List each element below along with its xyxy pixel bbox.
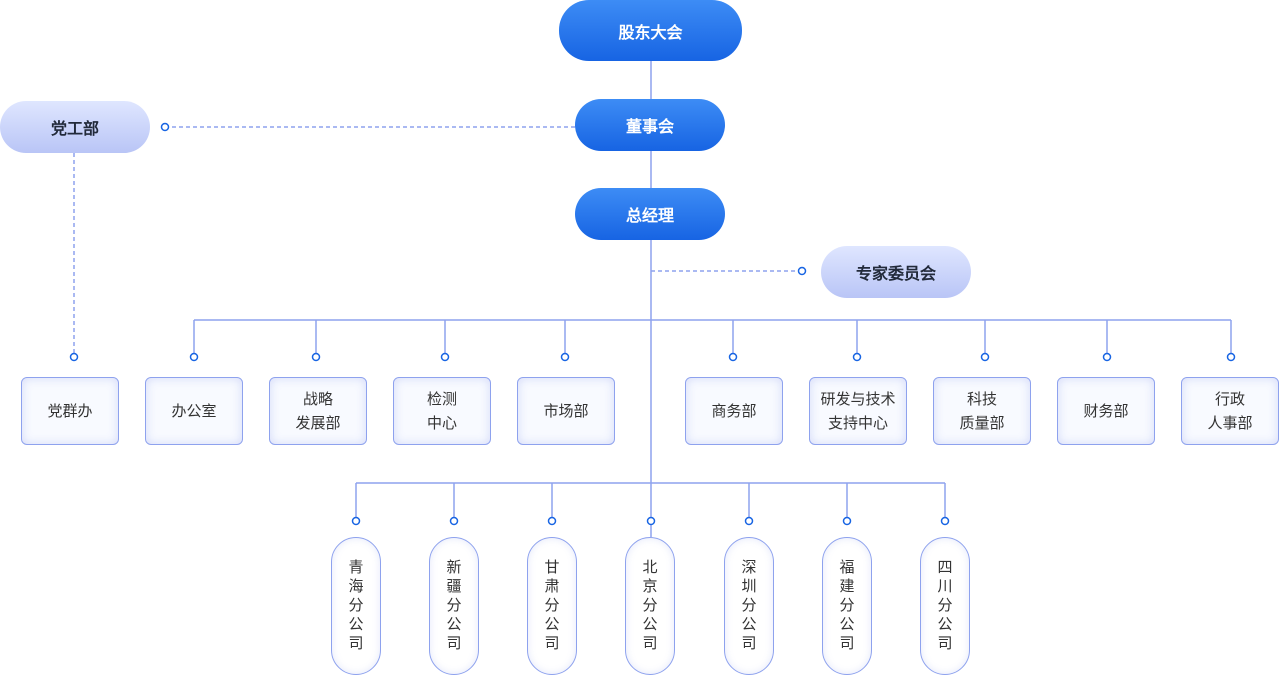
branch-node: 新疆分公司 bbox=[429, 537, 479, 675]
connector-dots bbox=[69, 122, 1236, 526]
department-node: 研发与技术 支持中心 bbox=[809, 377, 907, 445]
department-node: 党群办 bbox=[21, 377, 119, 445]
branch-node: 北京分公司 bbox=[625, 537, 675, 675]
department-node: 市场部 bbox=[517, 377, 615, 445]
shareholders-meeting-node: 股东大会 bbox=[559, 0, 742, 61]
department-node: 商务部 bbox=[685, 377, 783, 445]
department-node: 行政 人事部 bbox=[1181, 377, 1279, 445]
department-node: 检测 中心 bbox=[393, 377, 491, 445]
branch-node: 四川分公司 bbox=[920, 537, 970, 675]
branch-node: 甘肃分公司 bbox=[527, 537, 577, 675]
department-node: 财务部 bbox=[1057, 377, 1155, 445]
department-node: 办公室 bbox=[145, 377, 243, 445]
branch-node: 青海分公司 bbox=[331, 537, 381, 675]
expert-committee-node: 专家委员会 bbox=[821, 246, 971, 298]
general-manager-node: 总经理 bbox=[575, 188, 725, 240]
branch-node: 福建分公司 bbox=[822, 537, 872, 675]
board-node: 董事会 bbox=[575, 99, 725, 151]
party-work-node: 党工部 bbox=[0, 101, 150, 153]
branch-node: 深圳分公司 bbox=[724, 537, 774, 675]
department-node: 战略 发展部 bbox=[269, 377, 367, 445]
department-node: 科技 质量部 bbox=[933, 377, 1031, 445]
